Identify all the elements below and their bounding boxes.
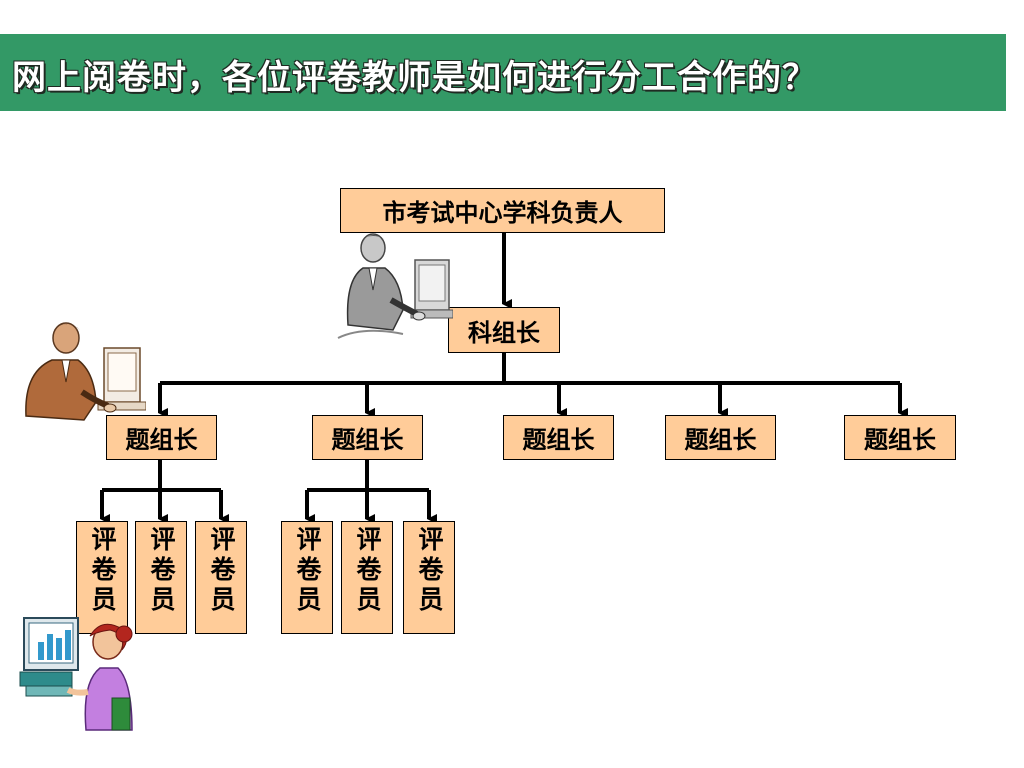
org-node-question-leader-4: 题组长 [665,415,776,460]
org-node-question-leader-2: 题组长 [312,415,423,460]
page-title: 网上阅卷时，各位评卷教师是如何进行分工合作的？ [12,58,817,98]
man-at-computer-brown-icon [25,322,146,421]
org-node-question-leader-5: 题组长 [844,415,956,460]
org-node-root: 市考试中心学科负责人 [340,188,665,233]
woman-at-computer-icon [19,617,133,731]
marker-label: 评卷员 [353,526,382,616]
marker-label: 评卷员 [88,526,117,616]
title-bar [0,34,1006,111]
org-node-marker: 评卷员 [195,521,247,634]
marker-label: 评卷员 [207,526,236,616]
org-node-marker: 评卷员 [76,521,128,634]
org-node-subject-leader: 科组长 [448,307,560,353]
org-node-question-leader-1: 题组长 [106,415,217,460]
man-at-computer-gray-icon [337,233,453,339]
marker-label: 评卷员 [147,526,176,616]
marker-label: 评卷员 [415,526,444,616]
marker-label: 评卷员 [293,526,322,616]
org-node-marker: 评卷员 [281,521,333,634]
org-node-marker: 评卷员 [135,521,187,634]
org-node-marker: 评卷员 [403,521,455,634]
org-node-marker: 评卷员 [341,521,393,634]
org-node-question-leader-3: 题组长 [503,415,614,460]
